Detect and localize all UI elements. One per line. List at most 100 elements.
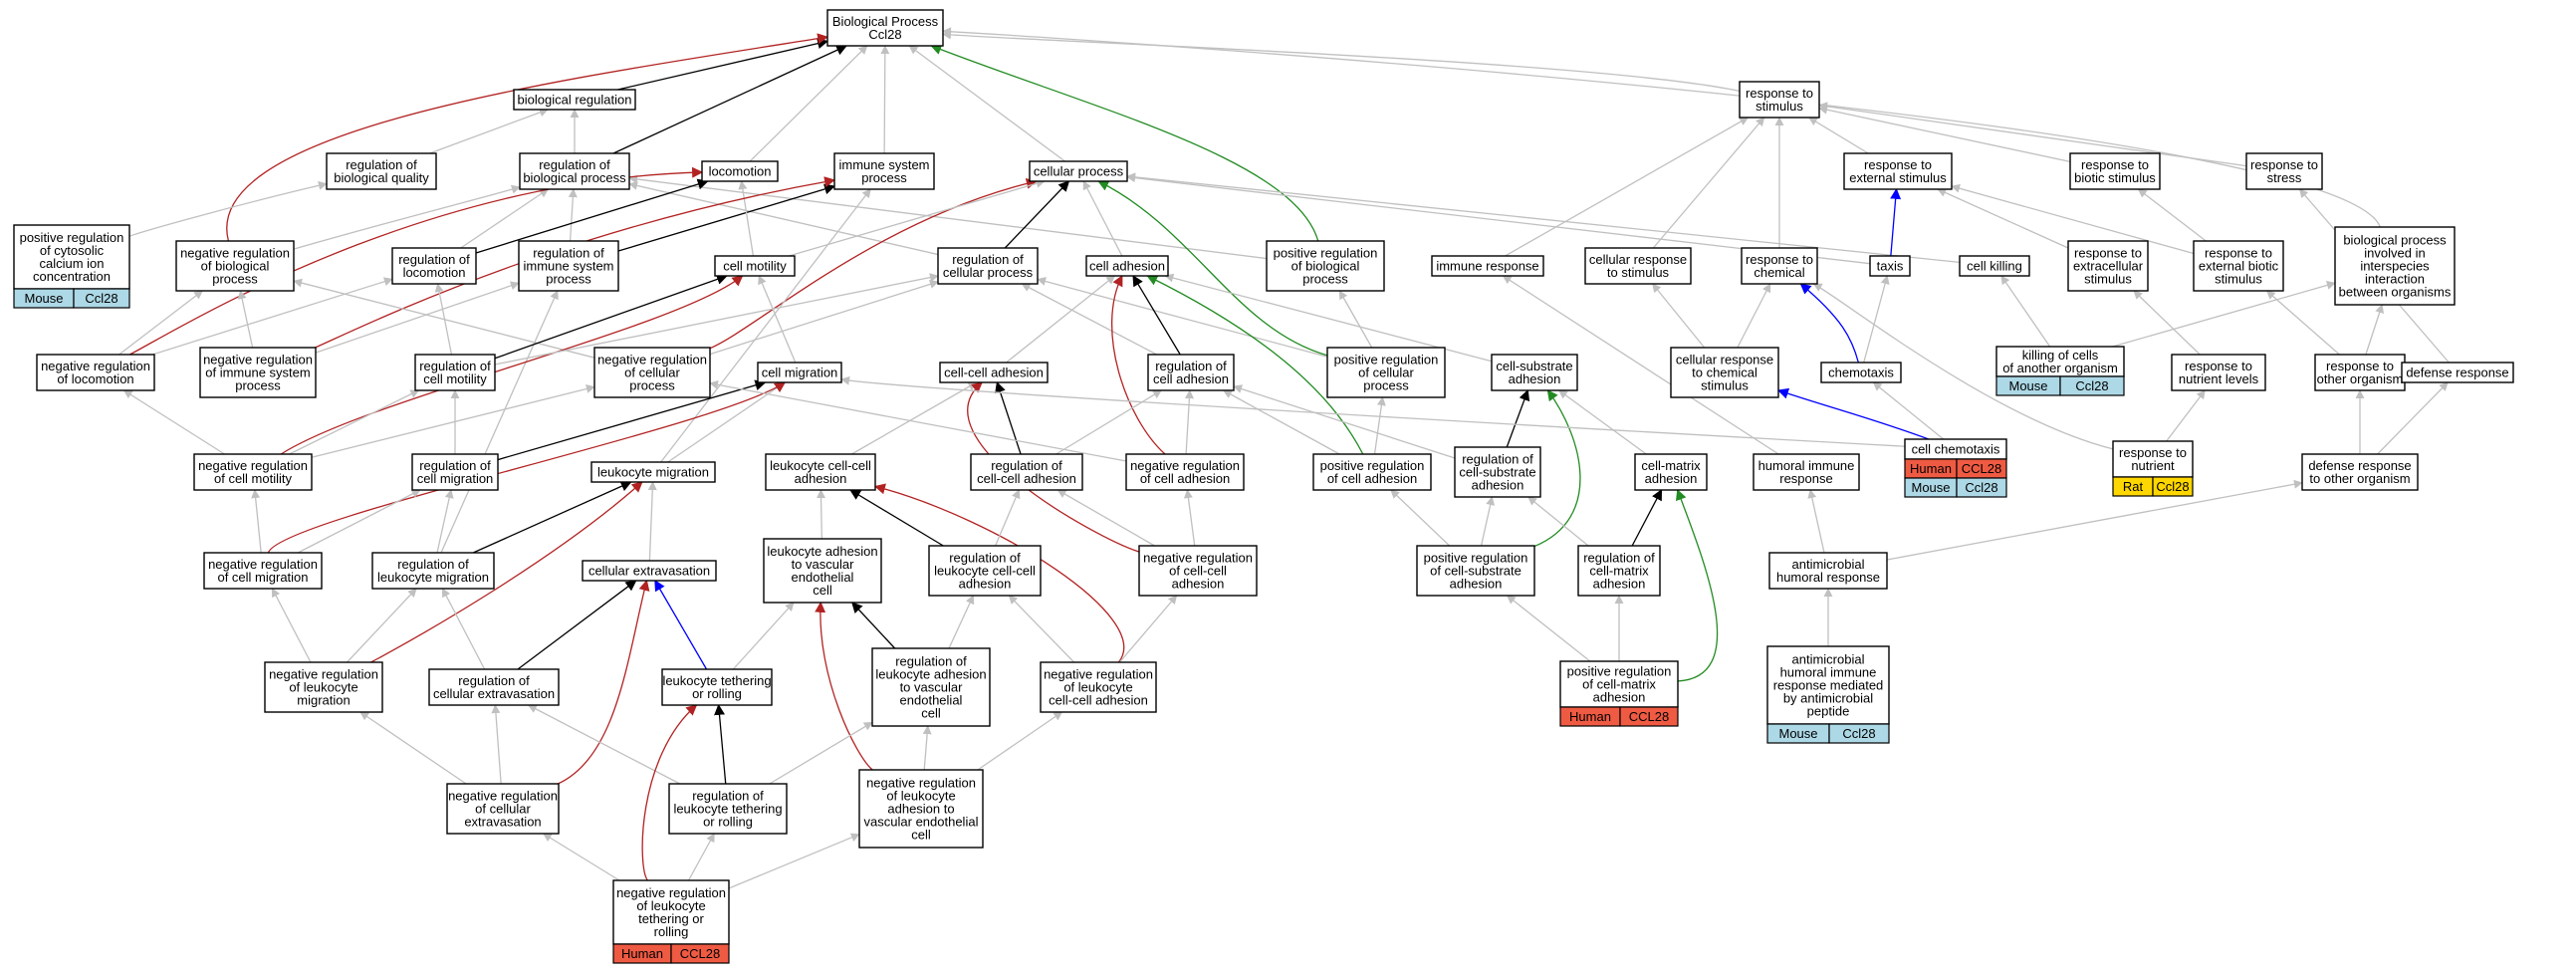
- go-term-node[interactable]: biological regulation: [513, 89, 636, 111]
- go-term-label: cellular response: [1676, 353, 1773, 367]
- relationship-edge: [1872, 381, 1945, 440]
- relationship-edge: [817, 489, 826, 540]
- go-term-label: negative regulation: [1143, 551, 1253, 566]
- go-term-node[interactable]: leukocyte migration: [590, 461, 716, 483]
- go-term-label: regulation of: [539, 157, 610, 172]
- go-term-node[interactable]: cell-cell adhesion: [939, 362, 1049, 383]
- go-term-node[interactable]: taxis: [1869, 255, 1911, 277]
- relationship-edge: [908, 45, 1065, 162]
- go-term-node[interactable]: cell motility: [714, 255, 796, 277]
- go-term-node[interactable]: cell killing: [1959, 255, 2030, 277]
- go-term-node[interactable]: defense response: [2401, 362, 2514, 383]
- go-term-label: leukocyte adhesion: [767, 544, 877, 559]
- relationship-edge: [1233, 384, 1456, 459]
- go-term-node[interactable]: immune response: [1431, 255, 1544, 277]
- relationship-edge: [628, 181, 939, 256]
- relationship-edge: [1527, 496, 1589, 547]
- go-term-label: Biological Process: [832, 14, 939, 29]
- go-term-label: migration: [297, 693, 350, 708]
- go-term-box: [970, 453, 1083, 491]
- relationship-edge: [1890, 187, 1902, 257]
- go-term-label: cell: [813, 583, 832, 598]
- go-term-box: [175, 240, 295, 292]
- go-term-node[interactable]: locomotion: [701, 160, 779, 182]
- go-term-box: [833, 152, 935, 190]
- go-term-node[interactable]: cellular process: [1029, 160, 1128, 182]
- go-term-label: concentration: [33, 269, 111, 284]
- go-term-box: [1959, 255, 2030, 277]
- go-term-box: [826, 9, 944, 47]
- go-term-node[interactable]: chemotaxis: [1820, 362, 1902, 383]
- go-term-node[interactable]: cellular extravasation: [582, 560, 717, 582]
- go-term-node[interactable]: cell migration: [757, 362, 842, 383]
- go-term-node[interactable]: cell adhesion: [1085, 255, 1169, 277]
- go-term-label: locomotion: [709, 164, 772, 179]
- go-term-node[interactable]: cell chemotaxis: [1904, 438, 2007, 460]
- relationship-edge: [267, 381, 787, 554]
- relationship-edge: [517, 580, 637, 670]
- gene-label: Ccl28: [85, 291, 117, 306]
